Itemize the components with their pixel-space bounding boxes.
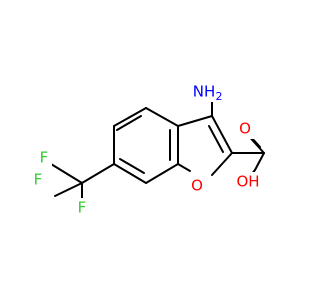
bond-o-c7a (177, 163, 191, 172)
bond-c3a-c3 (177, 115, 213, 127)
bond-c2-o (211, 152, 233, 176)
hydroxyl-bg (231, 172, 263, 192)
fluorine-1-bg (36, 148, 52, 168)
ring-oxygen-label: O (191, 177, 203, 195)
fluorine-3-label: F (78, 199, 87, 217)
amino-subscript: 2 (216, 90, 223, 103)
bond-c3a-c4 (145, 107, 179, 127)
fluorine-1-label: F (40, 149, 49, 167)
bonds (50, 100, 265, 205)
hydroxyl-label: OH (236, 173, 259, 191)
bond-c7-c7a (145, 163, 179, 184)
amino-label: NH (193, 83, 216, 101)
fluorine-2-label: F (34, 171, 43, 189)
bond-cf3-f2 (54, 182, 83, 197)
bond-c6-c7 (113, 163, 147, 184)
bond-c6-c7-inner (119, 158, 145, 174)
bond-cf3-f1 (50, 163, 83, 184)
bond-c4-c5-inner (116, 115, 142, 131)
carbonyl-oxygen-bg (237, 119, 254, 139)
bond-c3-c2 (211, 115, 233, 154)
bond-c6-cf3 (81, 163, 115, 184)
atom-labels: NH 2 O O OH F F F (30, 80, 263, 218)
ring-oxygen-bg (189, 176, 206, 196)
bond-c4-c5 (113, 107, 147, 127)
bond-c3-c2-inner (208, 125, 224, 153)
fluorine-3-bg (74, 198, 90, 218)
bond-c-oh (254, 152, 265, 171)
structure-diagram: NH 2 O O OH F F F (30, 80, 265, 218)
molecule-canvas: NH 2 O O OH F F F (30, 80, 265, 218)
nh2-label-bg (190, 80, 236, 102)
fluorine-2-bg (30, 170, 46, 190)
carbonyl-oxygen-label: O (239, 120, 251, 138)
